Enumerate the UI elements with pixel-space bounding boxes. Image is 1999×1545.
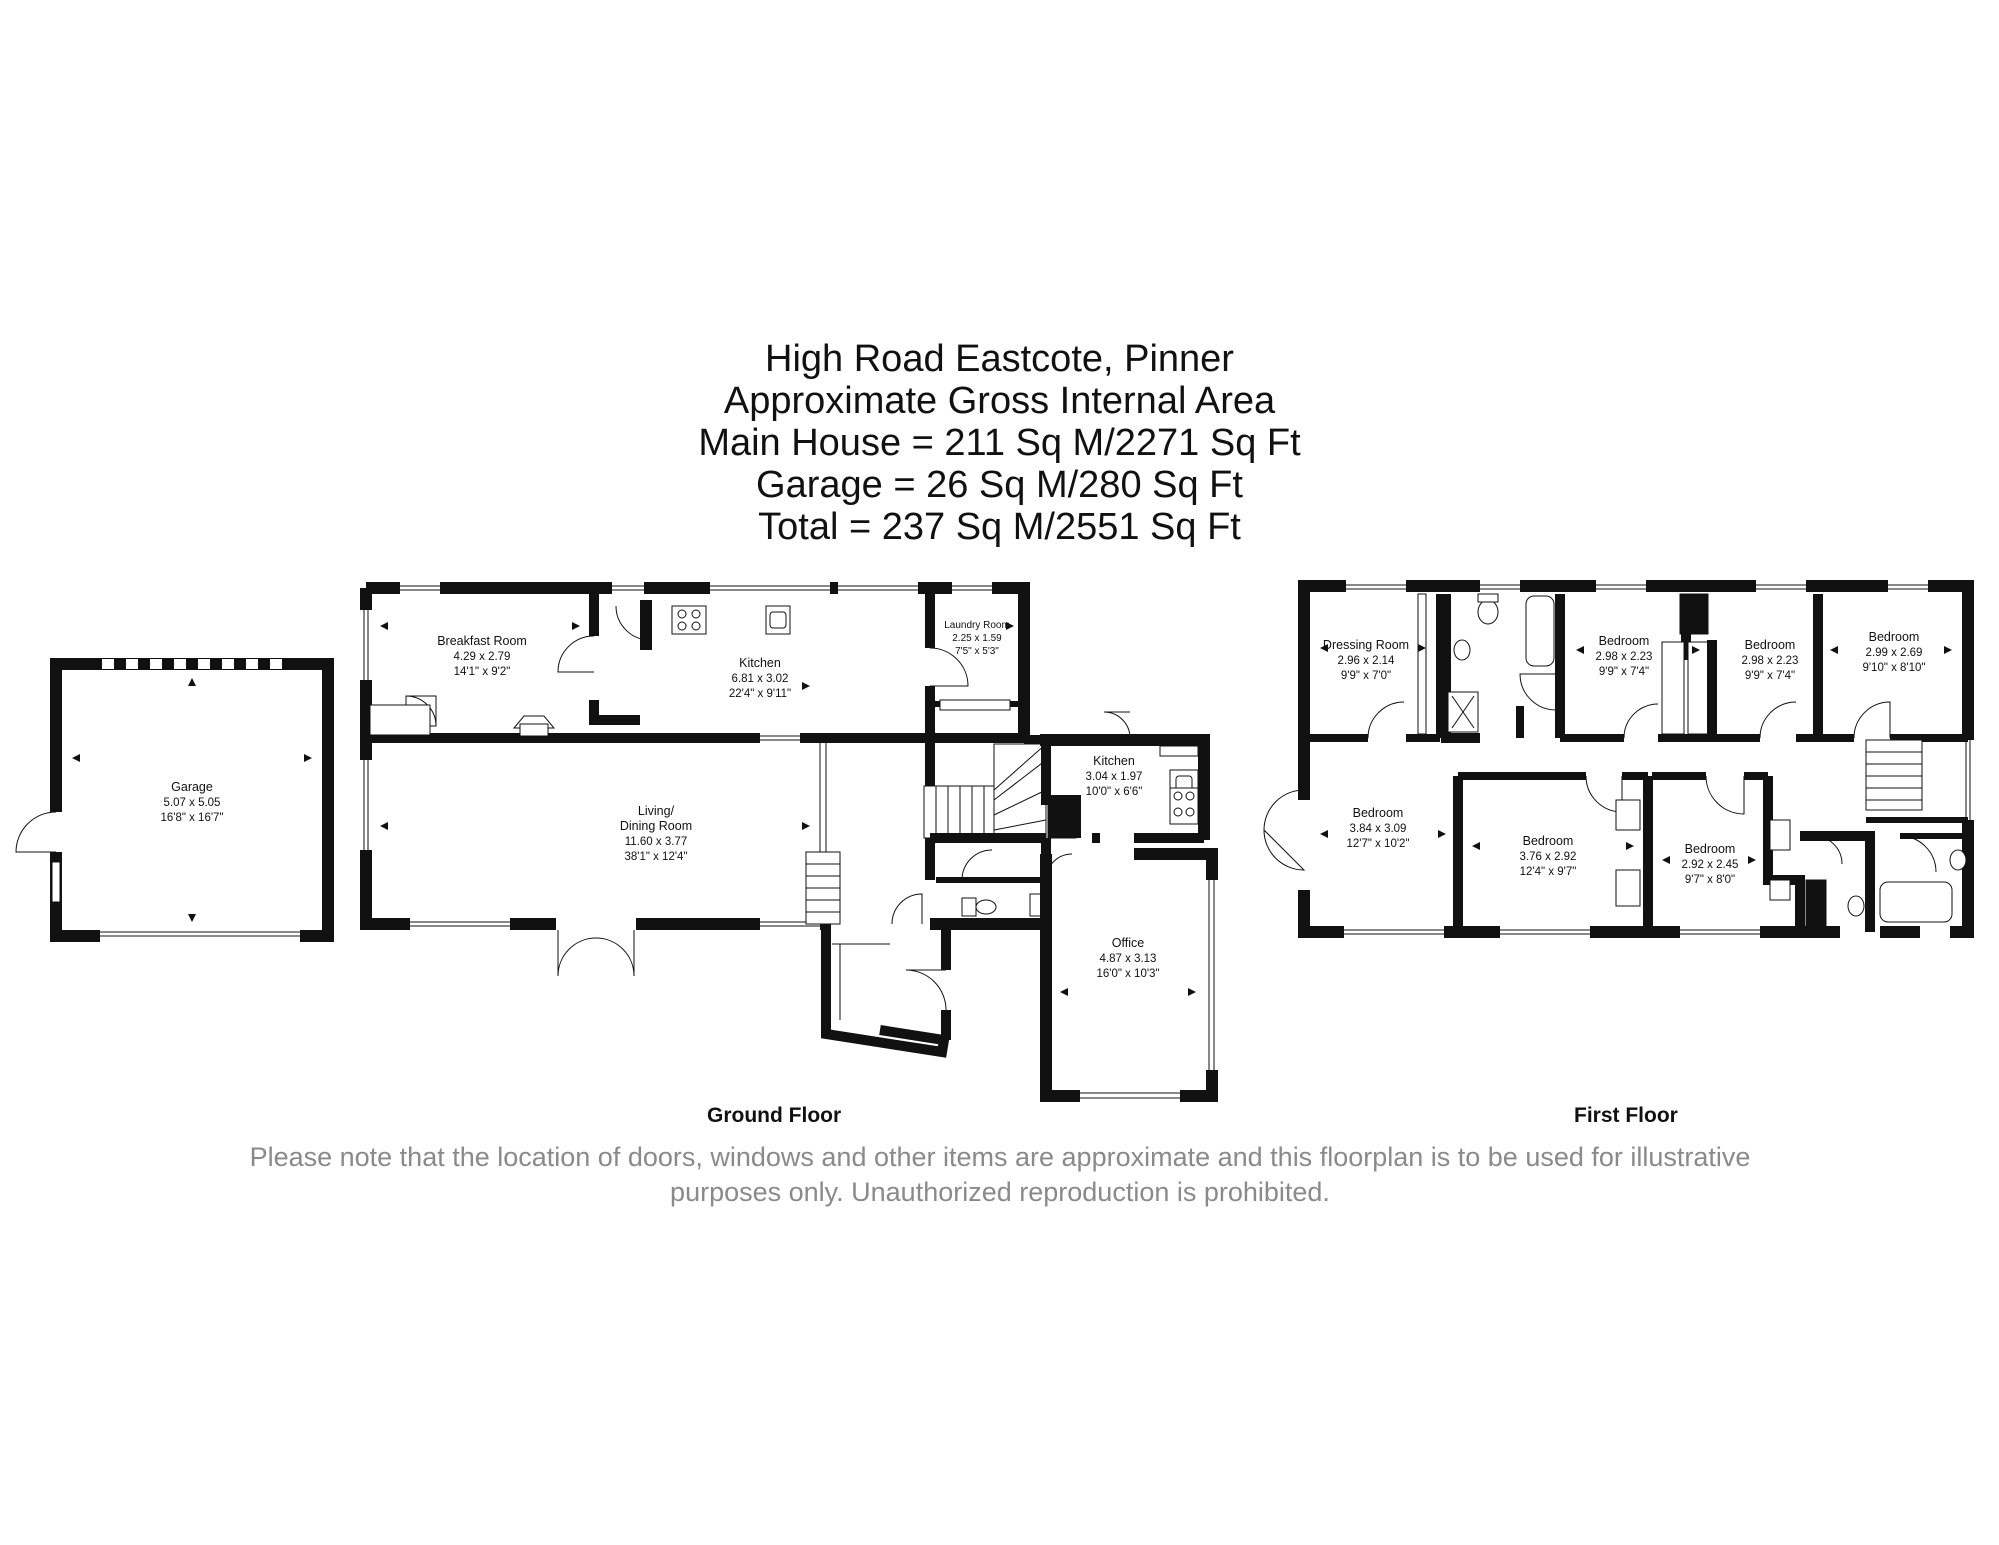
bedroom-c-imperial: 9'10" x 8'10": [1862, 662, 1925, 674]
laundry-room-label: Laundry Room: [944, 620, 1010, 631]
office-label: Office: [1112, 936, 1144, 950]
ground-floor-structure: [360, 582, 1218, 1102]
dressing-room-imperial: 9'9" x 7'0": [1341, 670, 1391, 682]
bedroom-f-metric: 2.92 x 2.45: [1682, 859, 1739, 871]
bedroom-e-metric: 3.76 x 2.92: [1520, 851, 1577, 863]
garage-area: Garage = 26 Sq M/280 Sq Ft: [756, 464, 1243, 506]
laundry-room-metric: 2.25 x 1.59: [952, 633, 1002, 644]
office-metric: 4.87 x 3.13: [1100, 953, 1157, 965]
bedroom-d-imperial: 12'7" x 10'2": [1346, 838, 1409, 850]
bedroom-b-metric: 2.98 x 2.23: [1742, 655, 1799, 667]
living-room-imperial: 38'1" x 12'4": [624, 851, 687, 863]
bedroom-c-metric: 2.99 x 2.69: [1866, 647, 1923, 659]
bedroom-e-imperial: 12'4" x 9'7": [1520, 866, 1577, 878]
garage-imperial: 16'8" x 16'7": [160, 812, 223, 824]
bedroom-c-label: Bedroom: [1869, 630, 1920, 644]
bedroom-a-imperial: 9'9" x 7'4": [1599, 666, 1649, 678]
bedroom-f-imperial: 9'7" x 8'0": [1685, 874, 1735, 886]
bedroom-d-label: Bedroom: [1353, 806, 1404, 820]
first-floor-structure: [1263, 580, 1974, 938]
main-house-area: Main House = 211 Sq M/2271 Sq Ft: [698, 422, 1301, 464]
breakfast-room-imperial: 14'1" x 9'2": [454, 666, 511, 678]
bedroom-d-metric: 3.84 x 3.09: [1350, 823, 1407, 835]
bedroom-a-metric: 2.98 x 2.23: [1596, 651, 1653, 663]
breakfast-room-label: Breakfast Room: [437, 634, 527, 648]
garage-metric: 5.07 x 5.05: [164, 797, 221, 809]
kitchen-metric: 6.81 x 3.02: [732, 673, 789, 685]
area-heading: Approximate Gross Internal Area: [723, 380, 1276, 422]
first-floor-label: First Floor: [1574, 1104, 1678, 1127]
garage-label: Garage: [171, 780, 213, 794]
small-kitchen-metric: 3.04 x 1.97: [1086, 771, 1143, 783]
bedroom-b-imperial: 9'9" x 7'4": [1745, 670, 1795, 682]
bedroom-b-label: Bedroom: [1745, 638, 1796, 652]
garage-structure: [15, 658, 334, 942]
bedroom-a-label: Bedroom: [1599, 634, 1650, 648]
living-room-label-1: Living/: [638, 804, 675, 818]
ground-floor-label: Ground Floor: [707, 1104, 842, 1127]
laundry-room-imperial: 7'5" x 5'3": [955, 646, 999, 657]
living-room-metric: 11.60 x 3.77: [625, 836, 687, 848]
bedroom-e-label: Bedroom: [1523, 834, 1574, 848]
living-room-label-2: Dining Room: [620, 819, 692, 833]
office-imperial: 16'0" x 10'3": [1096, 968, 1159, 980]
total-area: Total = 237 Sq M/2551 Sq Ft: [758, 506, 1241, 548]
kitchen-imperial: 22'4" x 9'11": [729, 688, 791, 700]
breakfast-room-metric: 4.29 x 2.79: [454, 651, 511, 663]
bedroom-f-label: Bedroom: [1685, 842, 1736, 856]
kitchen-label: Kitchen: [739, 656, 781, 670]
dressing-room-metric: 2.96 x 2.14: [1338, 655, 1396, 667]
dressing-room-label: Dressing Room: [1323, 638, 1409, 652]
address-title: High Road Eastcote, Pinner: [765, 338, 1234, 380]
title-block: High Road Eastcote, Pinner Approximate G…: [0, 338, 1999, 548]
small-kitchen-imperial: 10'0" x 6'6": [1086, 786, 1143, 798]
small-kitchen-label: Kitchen: [1093, 754, 1135, 768]
disclaimer-text: Please note that the location of doors, …: [249, 1142, 1751, 1207]
